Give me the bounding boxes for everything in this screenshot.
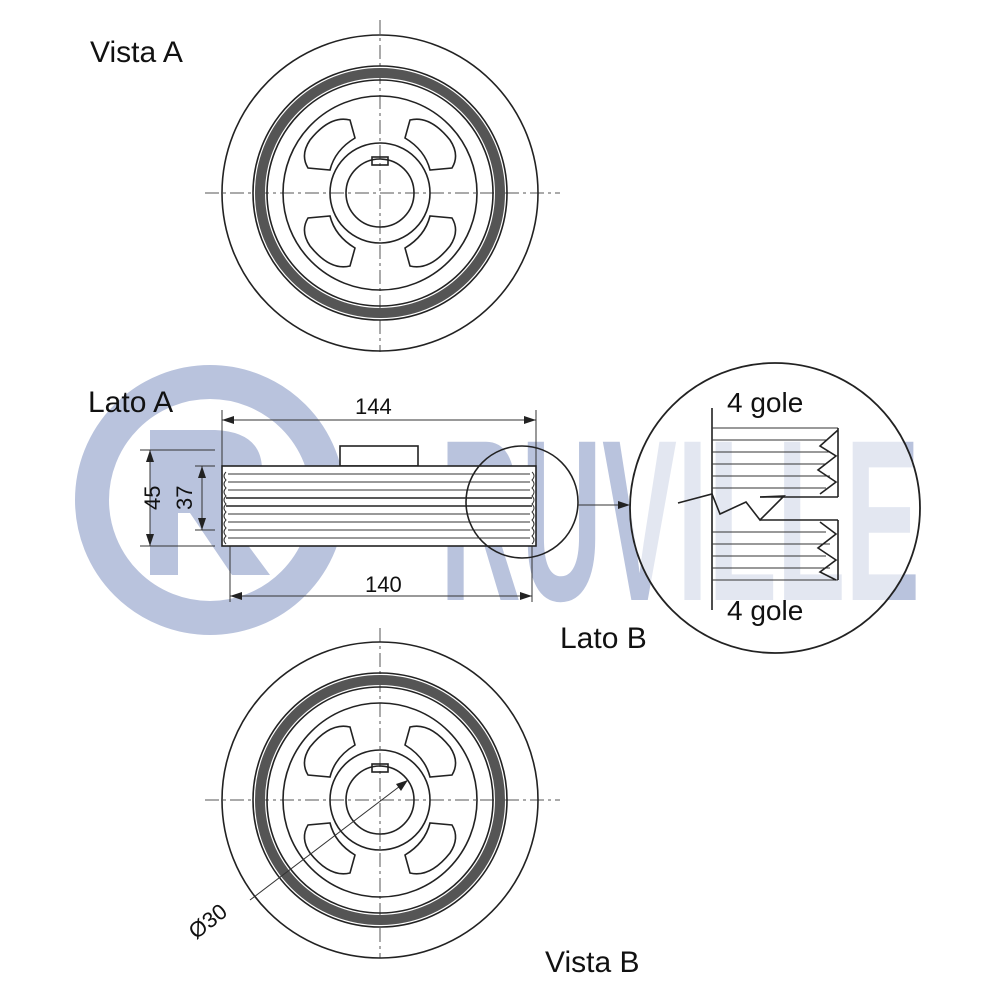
detail-note-top: 4 gole xyxy=(727,387,803,418)
vista-a-view: Vista A xyxy=(90,20,560,352)
lato-a-label: Lato A xyxy=(88,386,173,419)
lato-b-label: Lato B xyxy=(560,622,647,655)
dim-width-top: 144 xyxy=(355,394,392,419)
belt-grooves xyxy=(223,471,535,545)
dim-bore-diameter: Ø30 xyxy=(184,899,232,944)
vista-b-label: Vista B xyxy=(545,946,640,979)
vista-a-label: Vista A xyxy=(90,36,183,69)
detail-note-bottom: 4 gole xyxy=(727,595,803,626)
detail-grooves-bottom xyxy=(712,519,839,581)
groove-detail-view: 4 gole 4 gole xyxy=(629,362,921,654)
dim-height-outer: 45 xyxy=(140,486,165,510)
detail-grooves-top xyxy=(712,427,839,498)
dim-height-inner: 37 xyxy=(172,486,197,510)
dim-width-bottom: 140 xyxy=(365,572,402,597)
vista-b-view: Ø30 Vista B xyxy=(184,628,640,979)
lato-a-side-view: 144 140 45 37 xyxy=(88,386,647,655)
